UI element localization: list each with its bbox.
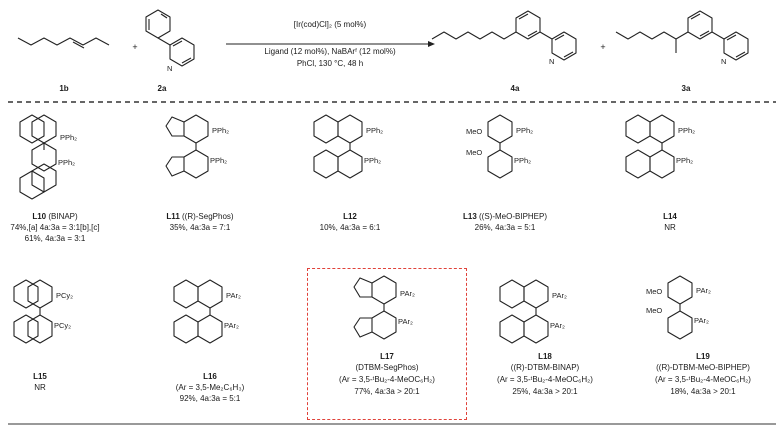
L10-caption: L10 (BINAP) xyxy=(32,212,78,221)
L15-P2-label: PCy₂ xyxy=(54,321,71,330)
reactant-1b-structure xyxy=(17,37,110,49)
2a-N-label: N xyxy=(167,64,172,73)
L16-result-2: 92%, 4a:3a = 5:1 xyxy=(179,394,241,403)
L14-caption: L14 xyxy=(663,212,677,221)
product-3a-structure: N xyxy=(615,10,749,66)
L19-caption: L19 xyxy=(696,352,710,361)
product-3a-label: 3a xyxy=(681,84,691,93)
L13-P2-label: PPh₂ xyxy=(514,156,531,165)
L10-P1-label: PPh₂ xyxy=(60,133,77,142)
plus-sign: + xyxy=(132,42,138,52)
L12-P2-label: PPh₂ xyxy=(364,156,381,165)
L19-result-1: (Ar = 3,5-ᵗBu₂-4-MeOC₆H₂) xyxy=(655,375,751,384)
L16-P1-label: PAr₂ xyxy=(226,291,241,300)
conditions-line-1: [Ir(cod)Cl]₂ (5 mol%) xyxy=(293,20,367,29)
L19-name: ((R)-DTBM-MeO-BIPHEP) xyxy=(656,363,750,372)
L17-result-2: 77%, 4a:3a > 20:1 xyxy=(354,387,420,396)
L11-P1-label: PPh₂ xyxy=(212,126,229,135)
L13-meo-top: MeO xyxy=(466,127,482,136)
3a-N-label: N xyxy=(721,57,726,66)
L12-P1-label: PPh₂ xyxy=(366,126,383,135)
L19-P2-label: PAr₂ xyxy=(694,316,709,325)
L19-P1-label: PAr₂ xyxy=(696,286,711,295)
reactant-2a-label: 2a xyxy=(157,84,167,93)
L11-caption: L11 ((R)-SegPhos) xyxy=(166,212,234,221)
L17-result-1: (Ar = 3,5-ᵗBu₂-4-MeOC₆H₂) xyxy=(339,375,435,384)
L19-meo-bottom: MeO xyxy=(646,306,662,315)
L15-result-1: NR xyxy=(34,383,46,392)
reaction-arrow xyxy=(226,41,435,47)
L17-P1-label: PAr₂ xyxy=(400,289,415,298)
product-4a-label: 4a xyxy=(510,84,520,93)
L16-result-1: (Ar = 3,5-Me₂C₆H₃) xyxy=(175,383,245,392)
L11-result-1: 35%, 4a:3a = 7:1 xyxy=(169,223,231,232)
plus-sign-2: + xyxy=(600,42,606,52)
L18-result-1: (Ar = 3,5-ᵗBu₂-4-MeOC₆H₂) xyxy=(497,375,593,384)
L18-caption: L18 xyxy=(538,352,552,361)
best-ligand-highlight-box xyxy=(307,268,467,420)
L13-result-1: 26%, 4a:3a = 5:1 xyxy=(474,223,536,232)
L16-P2-label: PAr₂ xyxy=(224,321,239,330)
L17-caption: L17 xyxy=(380,352,394,361)
L18-P2-label: PAr₂ xyxy=(550,321,565,330)
L18-name: ((R)-DTBM-BINAP) xyxy=(510,363,580,372)
L10-result-2: 61%, 4a:3a = 3:1 xyxy=(24,234,86,243)
conditions-line-3: PhCl, 130 °C, 48 h xyxy=(296,59,364,68)
L14-P1-label: PPh₂ xyxy=(678,126,695,135)
L13-meo-bottom: MeO xyxy=(466,148,482,157)
L12-result-1: 10%, 4a:3a = 6:1 xyxy=(319,223,381,232)
L10-result-1: 74%,[a] 4a:3a = 3:1[b],[c] xyxy=(10,223,100,232)
dashed-separator xyxy=(8,101,776,103)
L15-P1-label: PCy₂ xyxy=(56,291,73,300)
L15-caption: L15 xyxy=(33,372,47,381)
L14-P2-label: PPh₂ xyxy=(676,156,693,165)
L18-P1-label: PAr₂ xyxy=(552,291,567,300)
L13-caption: L13 ((S)-MeO-BIPHEP) xyxy=(462,212,548,221)
L18-result-2: 25%, 4a:3a > 20:1 xyxy=(512,387,578,396)
reactant-2a-structure: N xyxy=(145,9,195,73)
conditions-line-2: Ligand (12 mol%), NaBArᶠ (12 mol%) xyxy=(264,47,396,56)
L13-P1-label: PPh₂ xyxy=(516,126,533,135)
L12-caption: L12 xyxy=(343,212,357,221)
L19-result-2: 18%, 4a:3a > 20:1 xyxy=(670,387,736,396)
L19-meo-top: MeO xyxy=(646,287,662,296)
4a-N-label: N xyxy=(549,57,554,66)
L14-result-1: NR xyxy=(664,223,676,232)
L11-P2-label: PPh₂ xyxy=(210,156,227,165)
L10-P2-label: PPh₂ xyxy=(58,158,75,167)
L16-caption: L16 xyxy=(203,372,217,381)
L17-P2-label: PAr₂ xyxy=(398,317,413,326)
L17-name: (DTBM-SegPhos) xyxy=(355,363,419,372)
reactant-1b-label: 1b xyxy=(59,84,69,93)
product-4a-structure: N xyxy=(431,10,577,66)
